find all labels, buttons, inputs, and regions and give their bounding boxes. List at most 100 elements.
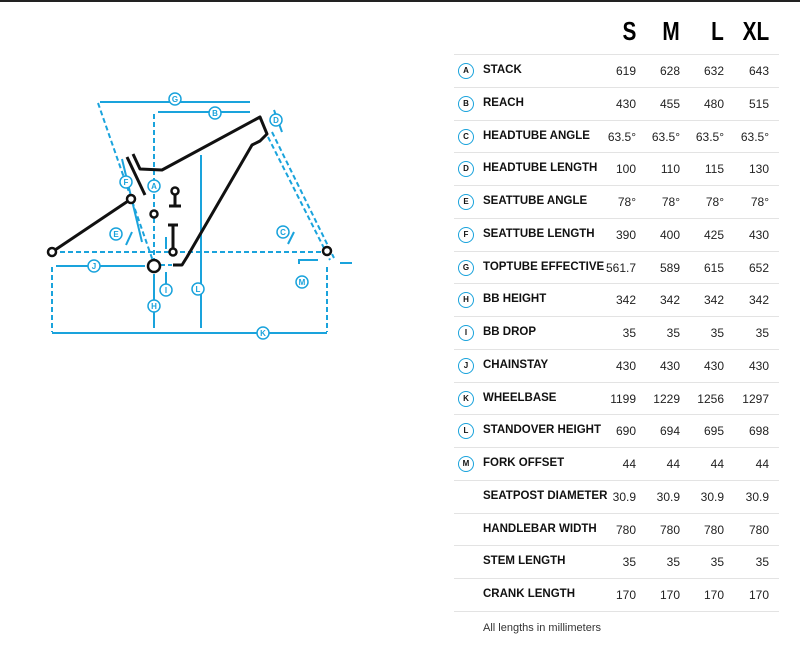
value-m: 455 bbox=[659, 96, 680, 111]
value-s: 100 bbox=[615, 162, 636, 177]
measurement-badge: B bbox=[458, 95, 474, 112]
measurement-badge: F bbox=[458, 226, 474, 243]
value-l: 425 bbox=[703, 227, 724, 242]
measurement-label: CHAINSTAY bbox=[483, 358, 549, 371]
measurement-label: HEADTUBE ANGLE bbox=[483, 129, 590, 142]
value-s: 63.5° bbox=[607, 129, 636, 144]
value-l: 35 bbox=[710, 555, 724, 570]
value-m: 589 bbox=[659, 260, 680, 275]
measurement-badge: M bbox=[458, 456, 474, 472]
measurement-label: STANDOVER HEIGHT bbox=[483, 424, 601, 437]
measurement-label: SEATTUBE ANGLE bbox=[483, 195, 588, 207]
measurement-badge: D bbox=[458, 161, 474, 178]
measurement-label: REACH bbox=[483, 96, 524, 109]
size-header-xl: XL bbox=[742, 16, 769, 46]
value-xl: 698 bbox=[748, 424, 769, 439]
table-row: B REACH 430 455 480 515 bbox=[454, 86, 779, 120]
measurement-badge: J bbox=[458, 357, 474, 374]
value-l: 430 bbox=[703, 358, 724, 373]
value-xl: 130 bbox=[748, 162, 769, 177]
measurement-label: BB HEIGHT bbox=[483, 293, 547, 306]
value-xl: 652 bbox=[748, 260, 769, 275]
value-s: 561.7 bbox=[605, 260, 636, 275]
measurement-badge: C bbox=[458, 128, 474, 145]
value-m: 170 bbox=[659, 588, 680, 602]
value-xl: 30.9 bbox=[745, 489, 769, 504]
svg-text:G: G bbox=[172, 95, 178, 104]
value-m: 694 bbox=[659, 424, 680, 439]
value-m: 35 bbox=[666, 326, 680, 340]
value-xl: 780 bbox=[748, 522, 769, 537]
value-l: 695 bbox=[703, 424, 724, 439]
value-s: 170 bbox=[615, 588, 636, 602]
value-xl: 35 bbox=[755, 326, 769, 340]
units-note: All lengths in millimeters bbox=[483, 622, 601, 634]
value-s: 35 bbox=[622, 555, 636, 570]
value-s: 619 bbox=[615, 64, 636, 78]
size-header-s: S bbox=[622, 16, 636, 46]
value-m: 44 bbox=[666, 457, 680, 471]
svg-text:B: B bbox=[212, 109, 218, 118]
value-s: 1199 bbox=[610, 391, 636, 406]
measurement-label: SEATPOST DIAMETER bbox=[483, 489, 608, 502]
measurement-label: CRANK LENGTH bbox=[483, 588, 575, 600]
measurement-badge: K bbox=[458, 390, 474, 407]
diagram-label-g bbox=[168, 92, 182, 106]
svg-text:H: H bbox=[151, 302, 157, 311]
value-l: 30.9 bbox=[700, 489, 724, 504]
value-l: 342 bbox=[703, 293, 724, 308]
svg-text:J: J bbox=[92, 262, 96, 271]
svg-text:K: K bbox=[260, 329, 266, 338]
value-m: 35 bbox=[666, 555, 680, 570]
measurement-label: HANDLEBAR WIDTH bbox=[483, 522, 597, 535]
value-m: 400 bbox=[659, 227, 680, 242]
measurement-label: FORK OFFSET bbox=[483, 457, 565, 469]
value-l: 115 bbox=[704, 162, 724, 177]
table-bottom-border bbox=[454, 610, 779, 612]
value-s: 690 bbox=[615, 424, 636, 439]
measurement-label: STACK bbox=[483, 64, 522, 76]
value-s: 430 bbox=[615, 358, 636, 373]
value-l: 780 bbox=[703, 522, 724, 537]
value-s: 44 bbox=[622, 457, 636, 471]
svg-text:E: E bbox=[113, 230, 119, 239]
value-xl: 430 bbox=[748, 358, 769, 373]
value-xl: 342 bbox=[748, 293, 769, 308]
value-l: 480 bbox=[703, 96, 724, 111]
value-xl: 78° bbox=[750, 195, 769, 209]
measurement-badge: G bbox=[458, 259, 474, 276]
value-xl: 44 bbox=[755, 457, 769, 471]
size-header-m: M bbox=[662, 16, 680, 46]
value-s: 430 bbox=[615, 96, 636, 111]
measurement-badge: A bbox=[458, 63, 474, 79]
value-m: 1229 bbox=[653, 391, 680, 406]
svg-text:D: D bbox=[273, 116, 279, 125]
svg-text:I: I bbox=[165, 286, 167, 295]
value-m: 63.5° bbox=[651, 129, 680, 144]
measurement-badge: E bbox=[458, 194, 474, 210]
value-s: 342 bbox=[615, 293, 636, 308]
value-m: 78° bbox=[661, 195, 680, 209]
value-xl: 515 bbox=[748, 96, 769, 111]
value-xl: 430 bbox=[748, 227, 769, 242]
svg-text:A: A bbox=[151, 182, 157, 191]
value-m: 110 bbox=[660, 162, 680, 177]
measurement-label: SEATTUBE LENGTH bbox=[483, 227, 595, 240]
value-l: 170 bbox=[703, 588, 724, 602]
table-row: F SEATTUBE LENGTH 390 400 425 430 bbox=[454, 217, 779, 251]
value-xl: 1297 bbox=[742, 391, 769, 406]
value-s: 390 bbox=[615, 227, 636, 242]
